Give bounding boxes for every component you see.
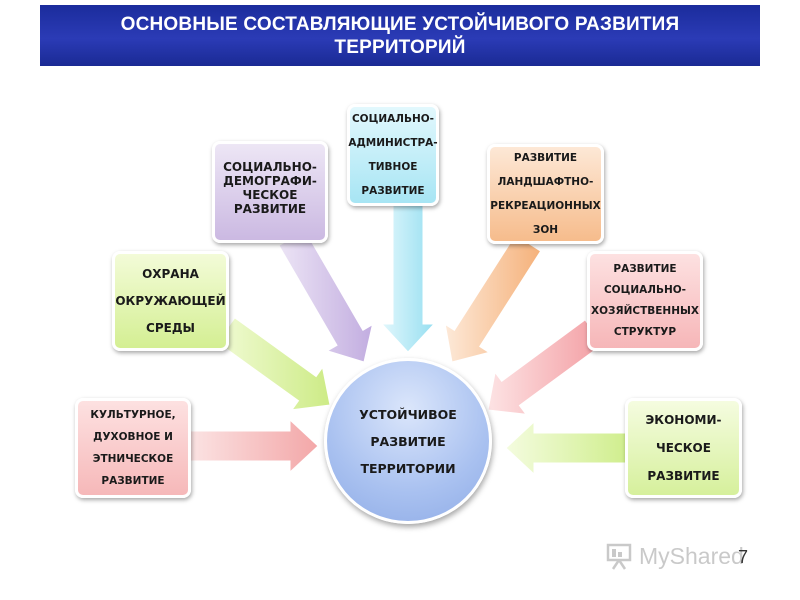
node-administrative-line-3: ТИВНОЕ <box>368 161 418 173</box>
title-line-1: ОСНОВНЫЕ СОСТАВЛЯЮЩИЕ УСТОЙЧИВОГО РАЗВИТ… <box>120 13 680 35</box>
node-cultural-line-2: ДУХОВНОЕ И <box>93 431 173 443</box>
node-cultural-line-3: ЭТНИЧЕСКОЕ <box>92 453 174 465</box>
arrow-economic <box>505 420 627 476</box>
node-structures-line-3: ХОЗЯЙСТВЕННЫХ <box>591 305 699 317</box>
node-administrative-line-4: РАЗВИТИЕ <box>361 185 425 197</box>
node-economic-line-1: ЭКОНОМИ- <box>645 413 722 427</box>
node-cultural-line-4: РАЗВИТИЕ <box>101 475 165 487</box>
node-economic-development: ЭКОНОМИ- ЧЕСКОЕ РАЗВИТИЕ <box>625 398 742 498</box>
node-social-demographic-development: СОЦИАЛЬНО- ДЕМОГРАФИ- ЧЕСКОЕ РАЗВИТИЕ <box>212 141 328 243</box>
node-environment-line-1: ОХРАНА <box>142 266 199 281</box>
node-environment-line-2: ОКРУЖАЮЩЕЙ <box>115 293 226 308</box>
node-economic-line-2: ЧЕСКОЕ <box>656 441 711 455</box>
watermark-text: MyShared <box>639 542 744 569</box>
node-demographic-line-4: РАЗВИТИЕ <box>233 202 307 216</box>
arrows-group <box>189 204 627 476</box>
center-line-1: УСТОЙЧИВОЕ <box>359 406 457 422</box>
node-socio-economic-structures: РАЗВИТИЕ СОЦИАЛЬНО- ХОЗЯЙСТВЕННЫХ СТРУКТ… <box>587 251 703 351</box>
title-banner: ОСНОВНЫЕ СОСТАВЛЯЮЩИЕ УСТОЙЧИВОГО РАЗВИТ… <box>40 5 760 66</box>
center-node-sustainable-development: УСТОЙЧИВОЕ РАЗВИТИЕ ТЕРРИТОРИИ <box>324 358 492 524</box>
node-environment-protection: ОХРАНА ОКРУЖАЮЩЕЙ СРЕДЫ <box>112 251 229 351</box>
node-cultural-line-1: КУЛЬТУРНОЕ, <box>90 409 176 421</box>
center-line-3: ТЕРРИТОРИИ <box>360 460 456 476</box>
node-social-administrative-development: СОЦИАЛЬНО- АДМИНИСТРА- ТИВНОЕ РАЗВИТИЕ <box>347 104 439 206</box>
node-demographic-line-1: СОЦИАЛЬНО- <box>223 160 317 174</box>
arrow-administrative <box>380 204 436 353</box>
node-structures-line-4: СТРУКТУР <box>613 326 677 338</box>
node-environment-line-3: СРЕДЫ <box>146 320 195 335</box>
node-demographic-line-3: ЧЕСКОЕ <box>242 188 298 202</box>
node-economic-line-3: РАЗВИТИЕ <box>647 469 720 483</box>
node-landscape-line-3: РЕКРЕАЦИОННЫХ <box>490 200 601 212</box>
node-administrative-line-1: СОЦИАЛЬНО- <box>351 113 435 125</box>
center-line-2: РАЗВИТИЕ <box>370 433 446 449</box>
node-cultural-development: КУЛЬТУРНОЕ, ДУХОВНОЕ И ЭТНИЧЕСКОЕ РАЗВИТ… <box>75 398 191 498</box>
title-line-2: ТЕРРИТОРИЙ <box>334 36 466 58</box>
node-structures-line-2: СОЦИАЛЬНО- <box>603 284 687 296</box>
node-landscape-line-1: РАЗВИТИЕ <box>513 152 578 164</box>
node-administrative-line-2: АДМИНИСТРА- <box>348 137 438 149</box>
arrow-cultural <box>189 418 319 474</box>
presentation-icon <box>606 543 632 570</box>
arrow-demographic <box>278 229 374 363</box>
watermark: MyShared <box>605 540 765 572</box>
node-landscape-line-4: ЗОН <box>532 224 559 236</box>
arrow-landscape <box>444 234 542 363</box>
arrow-structures <box>487 319 604 415</box>
node-demographic-line-2: ДЕМОГРАФИ- <box>223 174 317 188</box>
page-number: 7 <box>738 547 749 567</box>
node-landscape-line-2: ЛАНДШАФТНО- <box>497 176 594 188</box>
node-structures-line-1: РАЗВИТИЕ <box>613 263 677 275</box>
node-landscape-recreational-development: РАЗВИТИЕ ЛАНДШАФТНО- РЕКРЕАЦИОННЫХ ЗОН <box>487 144 604 244</box>
arrow-environment <box>216 317 331 411</box>
